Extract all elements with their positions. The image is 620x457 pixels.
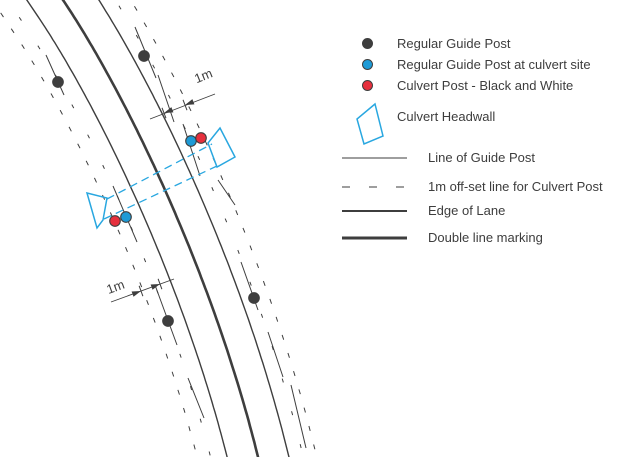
line-of-guide-post-segment (45, 54, 65, 96)
culvert-offset-dashed-line (103, 165, 218, 220)
legend-label: Line of Guide Post (428, 150, 535, 165)
dimension-arrowhead (185, 99, 195, 105)
culvert-headwall (85, 191, 108, 230)
line-of-guide-post-segment (187, 377, 205, 419)
legend-item-offset-line-for-culvert-post: 1m off-set line for Culvert Post (338, 177, 620, 197)
offset-line-right (130, 0, 318, 457)
black-dot-icon (362, 38, 373, 49)
regular-guide-post-dot (248, 292, 260, 304)
legend-item-culvert-post-black-white: Culvert Post - Black and White (338, 76, 620, 96)
culvert-headwall (207, 126, 237, 169)
legend-label: Regular Guide Post at culvert site (397, 57, 591, 72)
legend-item-regular-guide-post: Regular Guide Post (338, 34, 620, 54)
legend-item-culvert-headwall: Culvert Headwall (338, 107, 620, 127)
offset-line-left (0, 11, 198, 457)
regular-guide-post-dot (162, 315, 174, 327)
legend-item-regular-guide-post-at-culvert: Regular Guide Post at culvert site (338, 55, 620, 75)
blue-dot-icon (362, 59, 373, 70)
culvert-offset-dashed-line (106, 143, 213, 200)
legend-line-sample-thick (342, 236, 407, 240)
regular-guide-post-dot (52, 76, 64, 88)
line-of-guide-post-segment (154, 284, 178, 346)
legend-label: Regular Guide Post (397, 36, 511, 51)
legend-label: Culvert Headwall (397, 109, 496, 124)
legend-line-sample-thin (342, 157, 407, 159)
legend-label: Double line marking (428, 230, 543, 245)
dimension-line (149, 93, 216, 120)
guide-line-dashes-left (7, 0, 212, 457)
dimension-label-1m: 1m (104, 277, 126, 297)
legend-label: 1m off-set line for Culvert Post (428, 179, 603, 194)
edge-of-lane-left (25, 0, 228, 457)
legend-label: Culvert Post - Black and White (397, 78, 574, 93)
double-line-marking (61, 0, 260, 457)
guide-post-at-culvert-dot (120, 211, 132, 223)
red-dot-icon (362, 80, 373, 91)
legend-item-line-of-guide-post: Line of Guide Post (338, 148, 620, 168)
dimension-label-1m: 1m (192, 65, 214, 86)
regular-guide-post-dot (138, 50, 150, 62)
culvert-post-dot (195, 132, 207, 144)
line-of-guide-post-segment (290, 384, 307, 449)
legend-item-edge-of-lane: Edge of Lane (338, 201, 620, 221)
edge-of-lane-right (98, 0, 290, 457)
line-of-guide-post-segment (182, 123, 201, 177)
dimension-line (110, 278, 175, 303)
line-of-guide-post-segment (217, 179, 236, 206)
legend-line-sample-dashed (342, 186, 407, 188)
line-of-guide-post-segment (267, 331, 284, 378)
legend-item-double-line-marking: Double line marking (338, 228, 620, 248)
dimension-arrowhead (131, 291, 141, 297)
dimension-arrowhead (150, 284, 160, 290)
culvert-headwall-icon (356, 102, 384, 146)
legend-label: Edge of Lane (428, 203, 506, 218)
legend-line-sample-medium (342, 210, 407, 212)
guide-post-at-culvert-dot (185, 135, 197, 147)
culvert-post-dot (109, 215, 121, 227)
dimension-arrowhead (164, 107, 174, 113)
line-of-guide-post-segment (157, 74, 175, 123)
